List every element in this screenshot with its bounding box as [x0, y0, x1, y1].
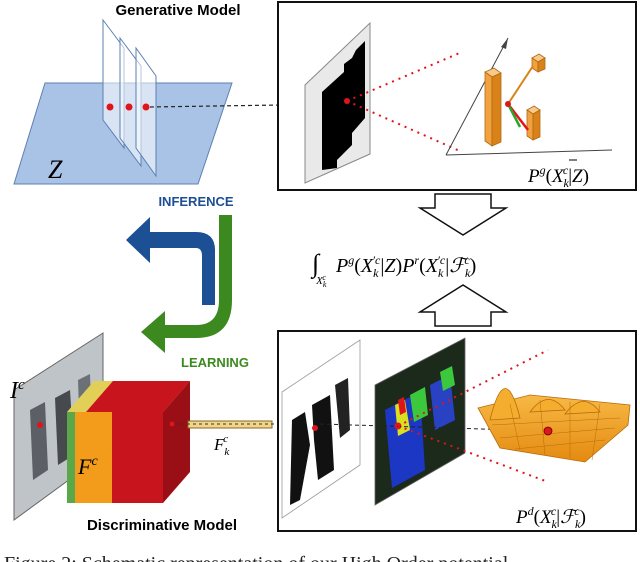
image-symbol: Ic [9, 377, 25, 404]
bar-medium [526, 105, 541, 141]
z-point-1 [106, 103, 114, 111]
figure-caption: Figure 2: Schematic representation of ou… [4, 553, 509, 562]
mask-point [312, 425, 318, 431]
density-point [543, 426, 553, 436]
inference-label: INFERENCE [158, 194, 233, 209]
feature-layer-green [67, 412, 75, 503]
inference-arrow: INFERENCE [126, 194, 234, 305]
learning-label: LEARNING [181, 355, 249, 370]
generative-model-title: Generative Model [115, 2, 240, 19]
integral-formula: ∫XkcPg(Xk′c|Z)Pr(Xk′c|ℱkc) [310, 249, 476, 289]
axis-arrowhead [501, 38, 508, 49]
feature-point [169, 421, 175, 427]
feature-block [67, 381, 190, 503]
axis-horizontal [445, 149, 613, 156]
disc-red-ray-down [397, 425, 549, 483]
feature-k-symbol: Fkc [213, 433, 230, 458]
slice-3 [135, 46, 157, 178]
discriminative-panel: Pd(Xkc|ℱkc) [277, 330, 637, 532]
learning-arrow: LEARNING [141, 215, 249, 370]
density-surface [477, 388, 631, 463]
pose-origin [505, 101, 511, 107]
pose-link [507, 65, 534, 105]
pose-vector-green [506, 103, 522, 128]
disc-red-ray-up [397, 349, 549, 427]
discriminative-probability: Pd(Xkc|ℱkc) [515, 504, 586, 531]
z-plane-group: Z [13, 18, 346, 185]
discriminative-model-title: Discriminative Model [87, 517, 237, 534]
z-symbol: Z [48, 155, 63, 184]
bar-small [531, 53, 546, 73]
input-image-point [37, 422, 43, 428]
z-point-3 [142, 103, 150, 111]
generative-probability: Pg(Xkc|Z) [527, 163, 589, 190]
slice-1 [102, 18, 125, 150]
z-point-2 [125, 103, 133, 111]
generative-silhouette [322, 41, 365, 170]
merge-arrow-down [417, 193, 509, 236]
feature-symbol: Fc [77, 454, 98, 479]
feature-layer-red [112, 412, 163, 503]
generative-panel: Pg(Xkc|Z) [277, 1, 637, 191]
bar-tall [484, 67, 502, 147]
merge-arrow-up [417, 284, 509, 327]
feature-block-side [163, 381, 190, 503]
feature-layer-orange [75, 412, 112, 503]
axis-vertical [445, 37, 509, 156]
